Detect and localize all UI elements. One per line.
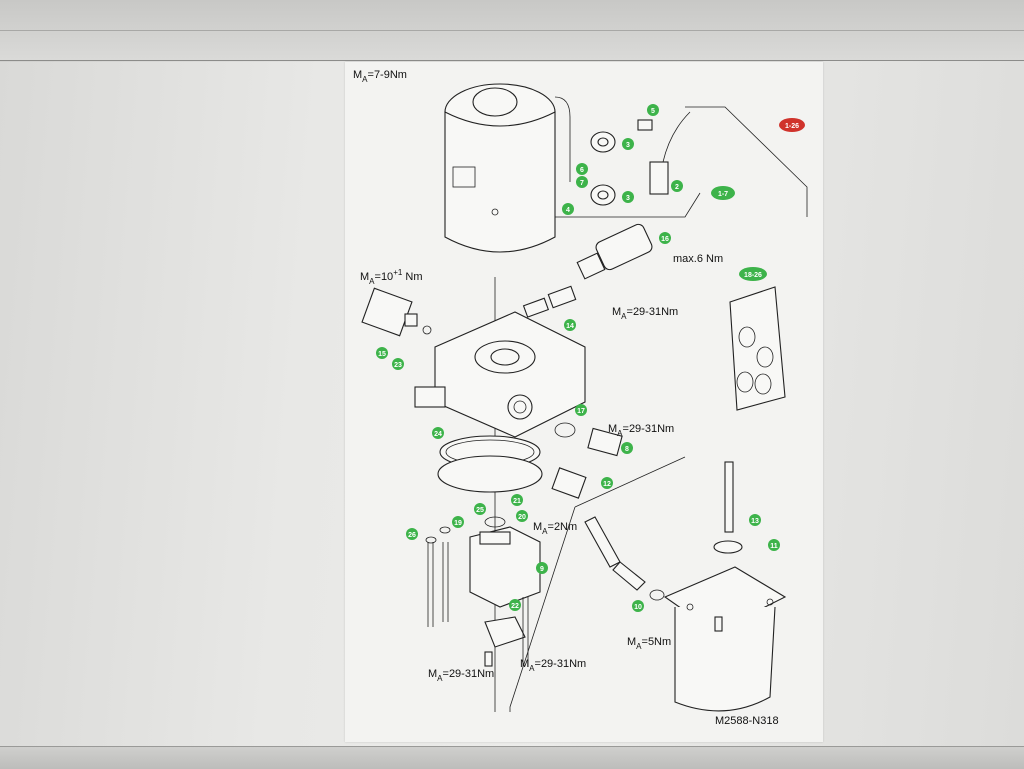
drawing-number: M2588-N318 (715, 715, 779, 727)
valve-torque-label: MA=29-31Nm (612, 306, 678, 321)
valve-block (414, 311, 586, 438)
svg-text:1-7: 1-7 (718, 191, 728, 198)
badge-3b: 3 (622, 191, 634, 203)
badge-6: 6 (576, 163, 588, 175)
badge-16: 16 (659, 232, 671, 244)
badge-24: 24 (432, 427, 444, 439)
bearing-3-top (590, 131, 616, 153)
window-bottom-bar (0, 746, 1024, 769)
badge-1-26: 1-26 (779, 118, 805, 132)
valve-max-torque-label: max.6 Nm (673, 253, 723, 265)
svg-text:7: 7 (580, 180, 584, 187)
svg-text:12: 12 (603, 481, 611, 488)
badge-11: 11 (768, 539, 780, 551)
svg-text:2: 2 (675, 184, 679, 191)
leader-line (555, 192, 701, 218)
svg-text:23: 23 (394, 362, 402, 369)
bolt-left-torque-label: MA=29-31Nm (428, 668, 494, 683)
window-top-bar (0, 0, 1024, 61)
clip-5 (637, 119, 653, 131)
window-divider (0, 30, 1024, 31)
leader-line (685, 106, 808, 217)
bolt-right-torque-label: MA=29-31Nm (520, 658, 586, 673)
svg-text:13: 13 (751, 518, 759, 525)
badge-23: 23 (392, 358, 404, 370)
carbon-brush-2 (649, 111, 691, 195)
parts-diagram-document: MA=7-9Nm MA=10+1 Nm max.6 Nm MA=29-31Nm … (345, 62, 823, 742)
plug-torque-label: MA=29-31Nm (608, 423, 674, 438)
badge-13: 13 (749, 514, 761, 526)
motor-torque-label: MA=7-9Nm (353, 69, 407, 84)
check-valve-14 (522, 285, 577, 318)
badge-15: 15 (376, 347, 388, 359)
o-ring-17 (554, 422, 576, 438)
leader-line (574, 456, 686, 508)
badge-17: 17 (575, 404, 587, 416)
svg-text:4: 4 (566, 207, 570, 214)
svg-text:5: 5 (651, 108, 655, 115)
badge-9: 9 (536, 562, 548, 574)
badge-14: 14 (564, 319, 576, 331)
badge-20: 20 (516, 510, 528, 522)
bearing-3-bottom (590, 184, 616, 206)
svg-text:22: 22 (511, 603, 519, 610)
solenoid-valve-16 (576, 223, 653, 280)
pump-screw-torque-label: MA=2Nm (533, 521, 577, 536)
badge-12: 12 (601, 477, 613, 489)
badge-22: 22 (509, 599, 521, 611)
tie-rods-26 (425, 526, 451, 627)
suction-pipe-10 (584, 516, 665, 601)
pressure-sensor-15 (361, 287, 432, 337)
exploded-view-diagram: MA=7-9Nm MA=10+1 Nm max.6 Nm MA=29-31Nm … (353, 69, 808, 727)
oil-tank-11 (663, 566, 787, 712)
svg-text:1-26: 1-26 (785, 123, 799, 130)
electric-motor (444, 83, 571, 253)
badge-4: 4 (562, 203, 574, 215)
svg-text:19: 19 (454, 520, 462, 527)
svg-text:20: 20 (518, 514, 526, 521)
leader-line (509, 506, 576, 712)
plug-8 (587, 427, 623, 457)
badge-8: 8 (621, 442, 633, 454)
badge-18-26: 18-26 (739, 267, 767, 281)
svg-text:16: 16 (661, 236, 669, 243)
badge-25: 25 (474, 503, 486, 515)
seal-kit-18-26 (729, 286, 786, 411)
tank-torque-label: MA=5Nm (627, 636, 671, 651)
mounting-bolts (484, 597, 723, 667)
badge-21: 21 (511, 494, 523, 506)
svg-text:9: 9 (540, 566, 544, 573)
return-tube-13 (713, 461, 743, 554)
svg-text:15: 15 (378, 351, 386, 358)
svg-text:6: 6 (580, 167, 584, 174)
svg-text:3: 3 (626, 195, 630, 202)
badge-1-7: 1-7 (711, 186, 735, 200)
svg-text:25: 25 (476, 507, 484, 514)
o-ring-25 (484, 516, 506, 528)
svg-text:11: 11 (770, 543, 778, 550)
badge-19: 19 (452, 516, 464, 528)
badge-3a: 3 (622, 138, 634, 150)
svg-text:17: 17 (577, 408, 585, 415)
badge-26: 26 (406, 528, 418, 540)
sensor-torque-label: MA=10+1 Nm (360, 268, 422, 286)
o-ring-24 (437, 435, 543, 493)
badge-2: 2 (671, 180, 683, 192)
gear-pump-9 (469, 526, 541, 648)
svg-text:8: 8 (625, 446, 629, 453)
svg-text:14: 14 (566, 323, 574, 330)
svg-text:24: 24 (434, 431, 442, 438)
badge-7: 7 (576, 176, 588, 188)
svg-text:10: 10 (634, 604, 642, 611)
svg-text:18-26: 18-26 (744, 272, 762, 279)
svg-text:26: 26 (408, 532, 416, 539)
fitting-12 (551, 467, 587, 499)
badge-5: 5 (647, 104, 659, 116)
badge-10: 10 (632, 600, 644, 612)
svg-text:21: 21 (513, 498, 521, 505)
svg-text:3: 3 (626, 142, 630, 149)
